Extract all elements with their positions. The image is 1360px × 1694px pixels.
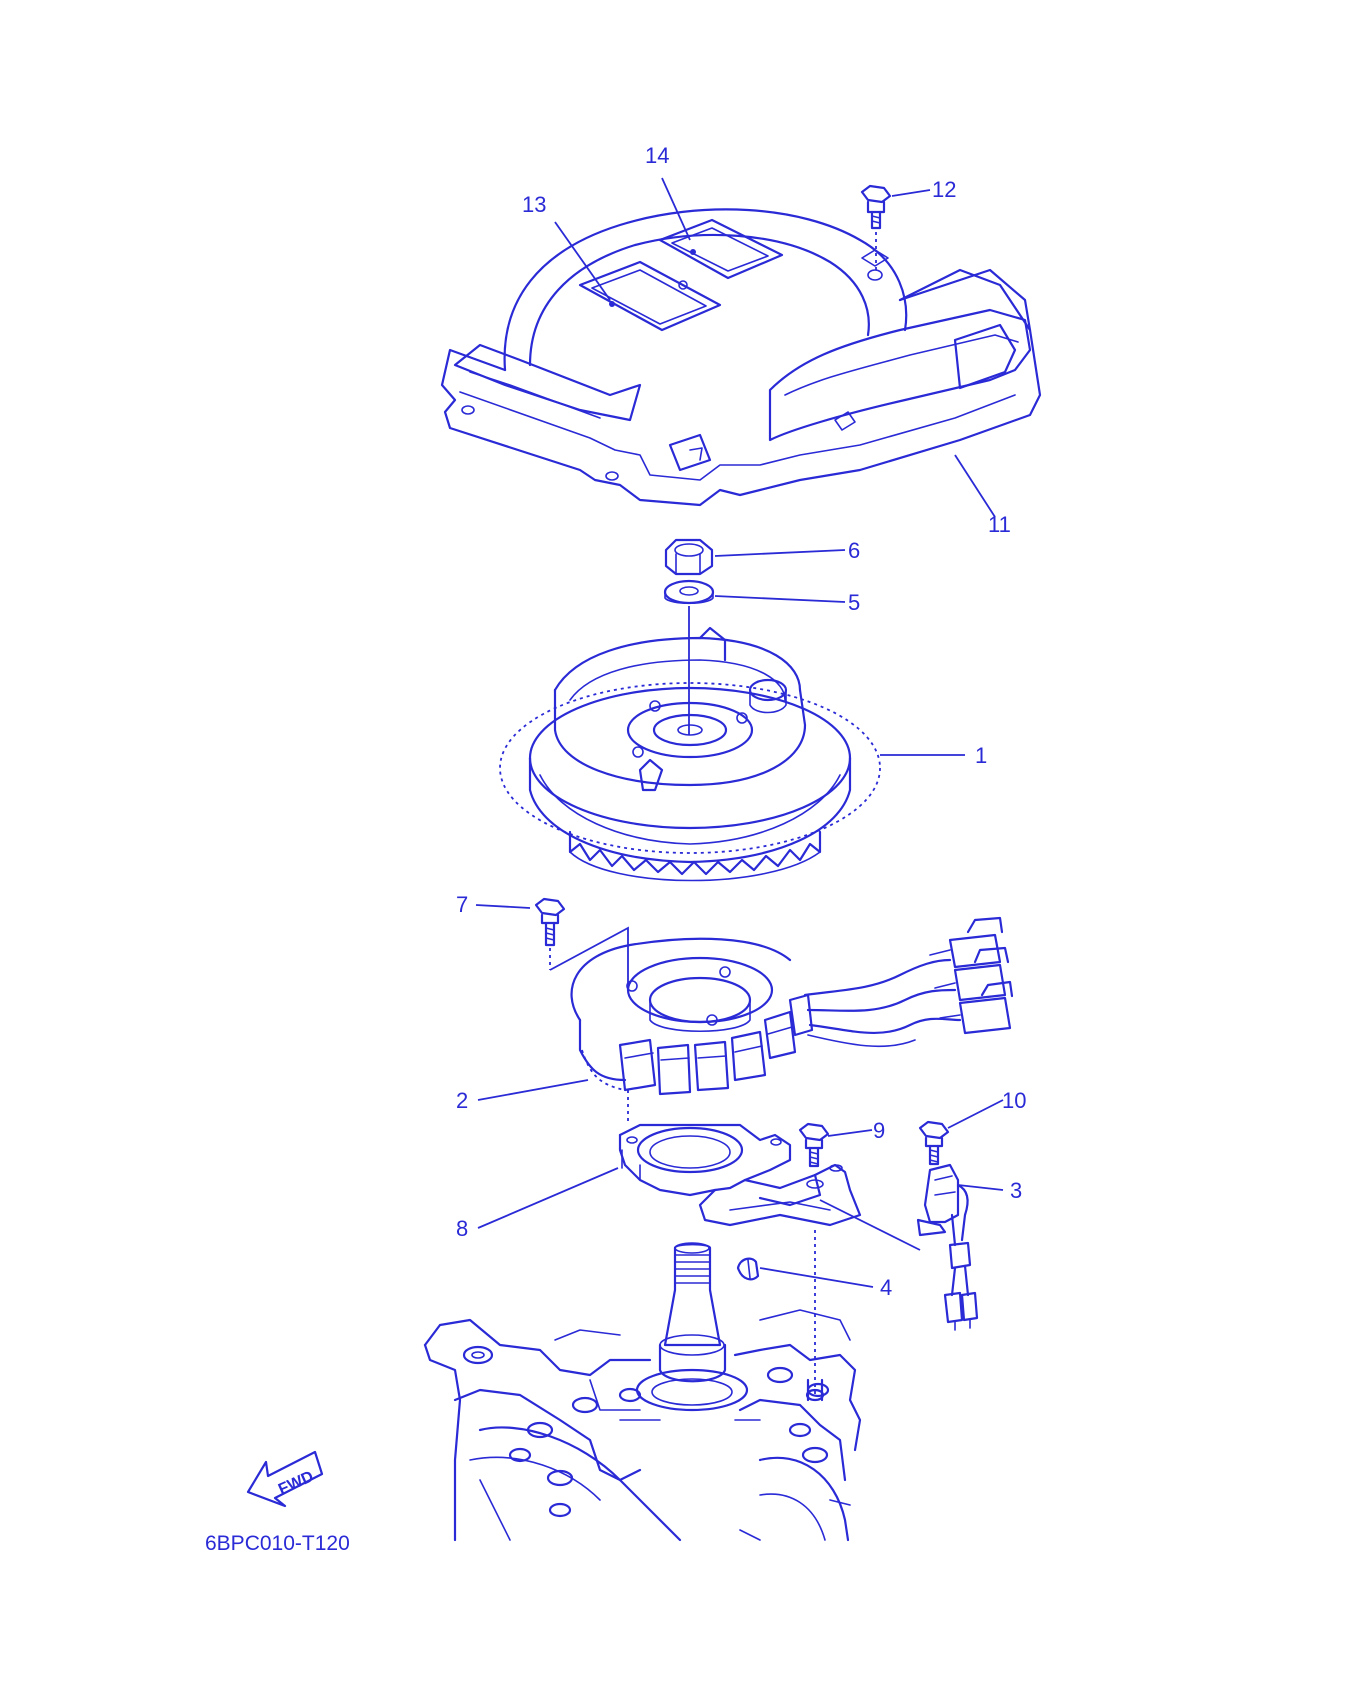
- part-4-key: [736, 1257, 760, 1281]
- part-10-bolt: [918, 1120, 950, 1166]
- part-1-flywheel: [499, 626, 881, 882]
- callout-9: 9: [873, 1118, 885, 1143]
- part-6-nut: [664, 538, 714, 576]
- part-3-pulser-coil: [916, 1163, 979, 1331]
- callout-13: 13: [522, 192, 546, 217]
- fwd-arrow: FWD: [246, 1450, 324, 1508]
- part-5-washer: [663, 579, 715, 605]
- part-8-base-bracket: [618, 1123, 921, 1395]
- crankcase-block: [423, 1242, 862, 1542]
- fwd-arrow-icon: [246, 1450, 324, 1508]
- part-7-bolt: [534, 897, 629, 985]
- callout-14: 14: [645, 143, 669, 168]
- callout-labels: 1 2 3 4 5 6 7 8 9 10 11 12 13 14: [456, 143, 1026, 1300]
- callout-6: 6: [848, 538, 860, 563]
- part-11-flywheel-cover: [440, 208, 1042, 507]
- part-2-stator: [570, 916, 1014, 1096]
- part-12-bolt: [860, 184, 892, 270]
- callout-11: 11: [988, 512, 1011, 537]
- fwd-label: FWD: [276, 1468, 316, 1498]
- callout-1: 1: [975, 743, 987, 768]
- callout-7: 7: [456, 892, 468, 917]
- callout-5: 5: [848, 590, 860, 615]
- drawing-code: 6BPC010-T120: [205, 1532, 350, 1555]
- callout-12: 12: [932, 177, 956, 202]
- callout-3: 3: [1010, 1178, 1022, 1203]
- callout-8: 8: [456, 1216, 468, 1241]
- callout-10: 10: [1002, 1088, 1026, 1113]
- part-9-bolt: [798, 1122, 830, 1168]
- leader-lines: [475, 177, 1004, 1288]
- callout-4: 4: [880, 1275, 892, 1300]
- callout-2: 2: [456, 1088, 468, 1113]
